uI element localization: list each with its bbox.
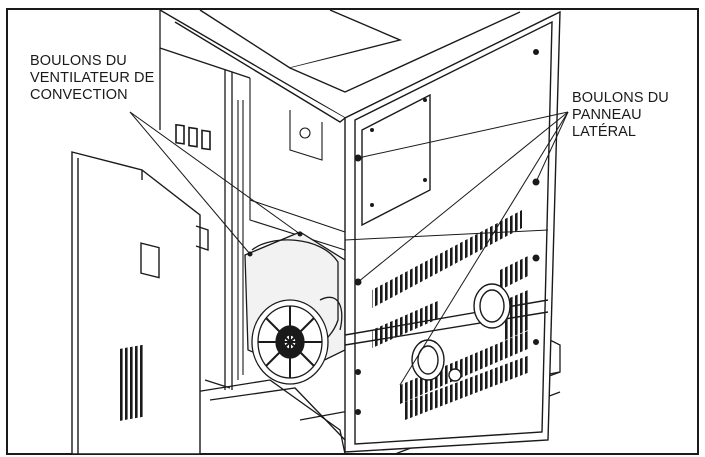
label-line: CONVECTION [30, 87, 128, 103]
convection-fan-bolts-label: BOULONS DU VENTILATEUR DE CONVECTION [30, 53, 154, 104]
outlet-pipes [411, 283, 511, 382]
side-panel-bolts-label: BOULONS DU PANNEAU LATÉRAL [572, 90, 669, 141]
left-column-vents [175, 123, 211, 151]
label-line: VENTILATEUR DE [30, 70, 155, 86]
convection-fan [244, 231, 346, 385]
stove-top [159, 9, 561, 123]
bolt-markers [247, 49, 540, 415]
stove-left-column [159, 10, 251, 390]
label-line: BOULONS DU [572, 90, 669, 106]
side-panel-louvers [372, 210, 530, 420]
label-line: LATÉRAL [572, 124, 637, 140]
leader-lines [129, 111, 569, 386]
label-line: PANNEAU [572, 107, 642, 123]
door-vent [118, 344, 144, 422]
diagram-border [6, 8, 699, 455]
label-line: BOULONS DU [30, 53, 127, 69]
open-door [71, 151, 209, 455]
